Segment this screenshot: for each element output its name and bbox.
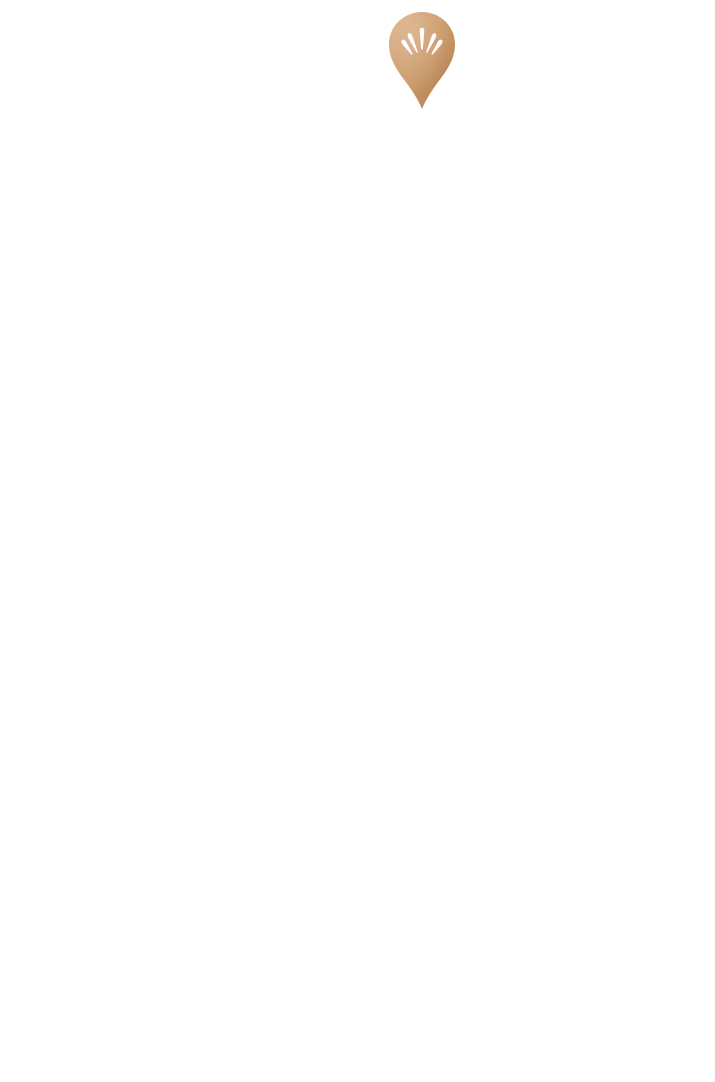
map-pin-graphic — [389, 12, 455, 109]
fan-logo-icon — [401, 27, 443, 55]
map-pin-icon[interactable] — [388, 11, 456, 110]
